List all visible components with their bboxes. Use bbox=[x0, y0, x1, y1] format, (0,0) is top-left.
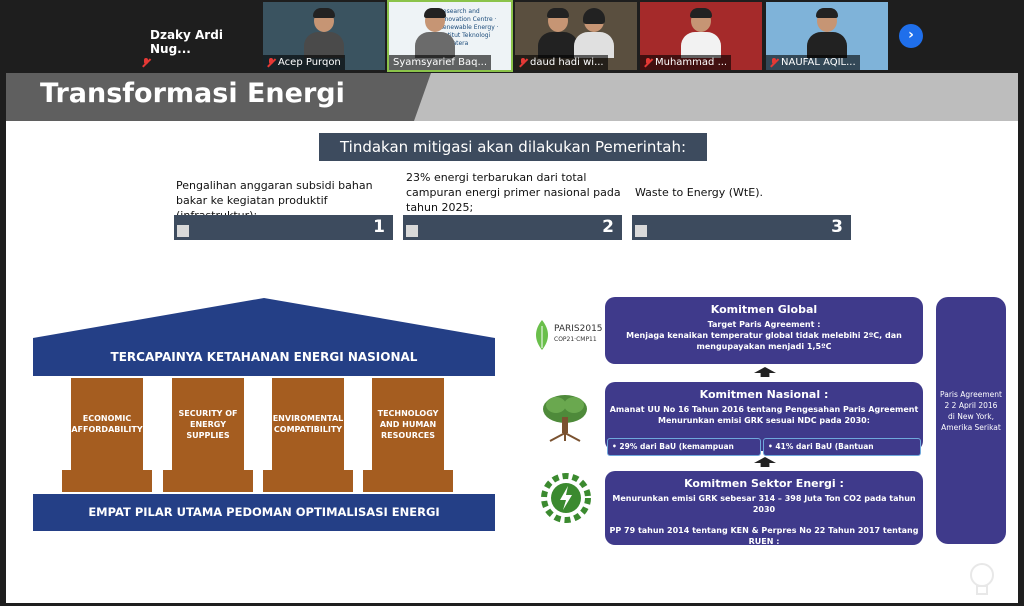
national-commitment-title: Komitmen Nasional : bbox=[699, 388, 829, 401]
action-bar-2: 2 bbox=[403, 215, 622, 240]
sector-commitment-box: Komitmen Sektor Energi : Menurunkan emis… bbox=[605, 471, 923, 568]
national-commitment-line: Menurunkan emisi GRK sesuai NDC pada 203… bbox=[658, 416, 870, 425]
national-option-2: • 41% dari BaU (Bantuan Internasional) bbox=[763, 438, 921, 467]
participant-name: Dzaky Ardi Nug... bbox=[150, 28, 223, 56]
national-commitment-box: Komitmen Nasional : Amanat UU No 16 Tahu… bbox=[605, 382, 923, 467]
mic-muted-icon bbox=[644, 58, 652, 67]
participant-tile-4[interactable]: daud hadi wi... bbox=[515, 2, 637, 70]
action-bar-1: 1 bbox=[174, 215, 393, 240]
participant-name: daud hadi wi... bbox=[530, 57, 604, 68]
global-commitment-title: Komitmen Global bbox=[710, 303, 818, 316]
sector-commitment-line: Target 23% EBT dari Bauran Energi Primer… bbox=[608, 548, 920, 568]
up-arrow-icon bbox=[754, 457, 776, 467]
lightbulb-watermark-icon bbox=[962, 559, 1002, 599]
paris-agreement-note: Paris Agreement 2 2 April 2016 di New Yo… bbox=[936, 297, 1006, 544]
action-text-3: Waste to Energy (WtE). bbox=[635, 186, 763, 199]
up-arrow-icon bbox=[754, 367, 776, 377]
mic-muted-icon bbox=[267, 58, 275, 67]
temple-roof-label: TERCAPAINYA KETAHANAN ENERGI NASIONAL bbox=[33, 338, 495, 376]
paris2015-logo: PARIS2015 COP21·CMP11 bbox=[532, 316, 603, 356]
national-option-1: • 29% dari BaU (kemampuan sendiri) bbox=[607, 438, 761, 467]
pillar-technology: TECHNOLOGY AND HUMAN RESOURCES bbox=[372, 378, 444, 470]
global-commitment-line: Target Paris Agreement : bbox=[707, 320, 821, 329]
next-participants-button[interactable]: › bbox=[899, 24, 923, 48]
action-number: 3 bbox=[831, 217, 843, 237]
action-text-1: Pengalihan anggaran subsidi bahan bakar … bbox=[176, 179, 373, 222]
participant-tile-6[interactable]: NAUFAL AQIL... bbox=[766, 2, 888, 70]
paris-agreement-note-text: Paris Agreement 2 2 April 2016 di New Yo… bbox=[940, 390, 1002, 432]
participant-name: Syamsyarief Baq... bbox=[393, 57, 488, 68]
chevron-right-icon: › bbox=[908, 27, 914, 43]
mitigation-heading: Tindakan mitigasi akan dilakukan Pemerin… bbox=[319, 133, 707, 161]
participant-video bbox=[807, 8, 847, 58]
mic-muted-icon bbox=[770, 58, 778, 67]
action-bar-3: 3 bbox=[632, 215, 851, 240]
sector-commitment-title: Komitmen Sektor Energi : bbox=[684, 477, 844, 490]
participant-tile-1[interactable]: Dzaky Ardi Nug... bbox=[138, 2, 260, 70]
mic-muted-icon bbox=[142, 58, 150, 67]
pillar-economic: ECONOMIC AFFORDABILITY bbox=[71, 378, 143, 470]
tree-logo bbox=[538, 393, 592, 443]
temple-base-label: EMPAT PILAR UTAMA PEDOMAN OPTIMALISASI E… bbox=[33, 494, 495, 531]
participant-strip: Dzaky Ardi Nug... Acep Purqon Research a… bbox=[0, 0, 1024, 72]
sector-commitment-line: Menurunkan emisi GRK sebesar 314 – 398 J… bbox=[612, 494, 916, 514]
participant-video bbox=[681, 8, 721, 58]
action-text-2: 23% energi terbarukan dari total campura… bbox=[406, 171, 621, 214]
sector-commitment-line: PP 79 tahun 2014 tentang KEN & Perpres N… bbox=[609, 526, 919, 546]
slide-title: Transformasi Energi bbox=[40, 78, 345, 109]
participant-name: Muhammad ... bbox=[655, 57, 728, 68]
action-number: 1 bbox=[373, 217, 385, 237]
paris2015-logo-subtext: COP21·CMP11 bbox=[554, 336, 597, 343]
paris2015-logo-text: PARIS2015 bbox=[554, 324, 603, 334]
pillar-security: SECURITY OF ENERGY SUPPLIES bbox=[172, 378, 244, 470]
participant-video bbox=[304, 8, 344, 58]
participant-video bbox=[537, 8, 578, 58]
shared-slide: Transformasi Energi Tindakan mitigasi ak… bbox=[6, 73, 1018, 603]
participant-tile-3-active[interactable]: Research and Innovation Centre · Renewab… bbox=[387, 0, 513, 72]
action-number: 2 bbox=[602, 217, 614, 237]
participant-video bbox=[415, 8, 456, 58]
energy-gear-logo bbox=[538, 470, 594, 526]
pillar-environmental: ENVIROMENTAL COMPATIBILITY bbox=[272, 378, 344, 470]
global-commitment-line: Menjaga kenaikan temperatur global tidak… bbox=[626, 331, 902, 351]
participant-tile-5[interactable]: Muhammad ... bbox=[640, 2, 762, 70]
national-commitment-line: Amanat UU No 16 Tahun 2016 tentang Penge… bbox=[609, 405, 919, 414]
mic-muted-icon bbox=[519, 58, 527, 67]
participant-tile-2[interactable]: Acep Purqon bbox=[263, 2, 385, 70]
temple-roof bbox=[33, 298, 495, 338]
global-commitment-box: Komitmen Global Target Paris Agreement :… bbox=[605, 297, 923, 364]
participant-name: Acep Purqon bbox=[278, 57, 341, 68]
participant-name: NAUFAL AQIL... bbox=[781, 57, 856, 68]
